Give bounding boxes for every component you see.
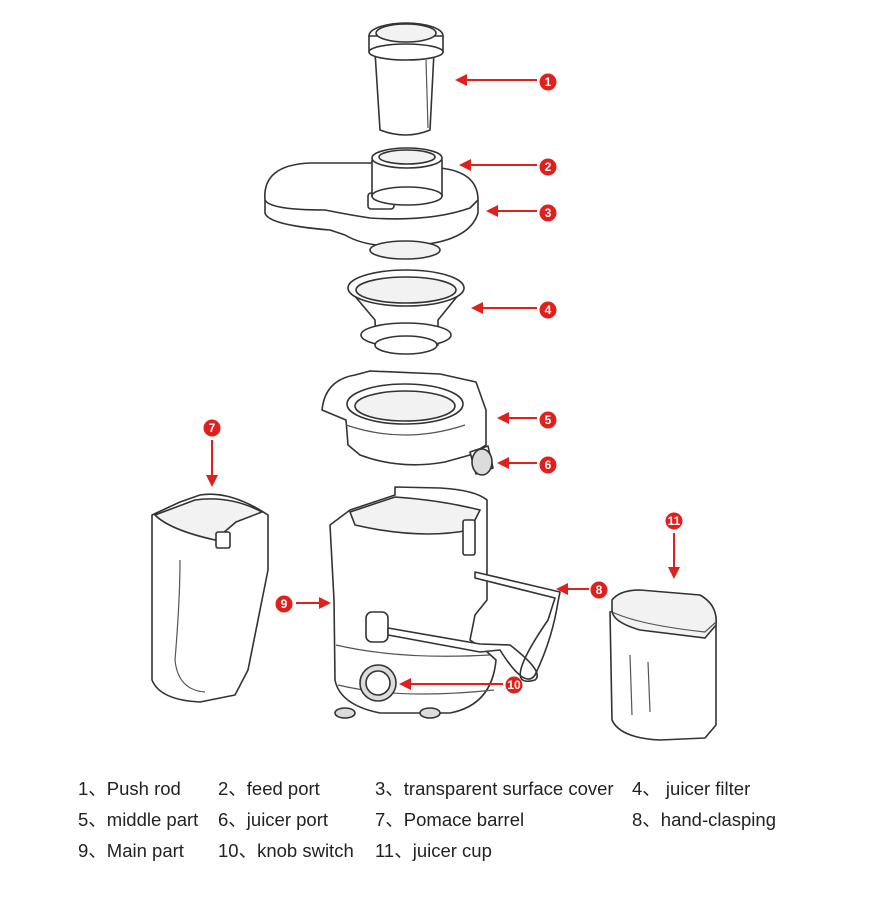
badge-8: 8	[590, 581, 608, 599]
middle-part	[321, 370, 487, 466]
svg-text:6: 6	[545, 458, 552, 472]
svg-text:3: 3	[545, 206, 552, 220]
svg-text:8: 8	[596, 583, 603, 597]
badge-2: 2	[539, 158, 557, 176]
callout-2: 2	[459, 158, 557, 176]
juicer-cup	[609, 589, 717, 741]
callout-8: 8	[556, 581, 608, 599]
callout-1: 1	[455, 73, 557, 91]
legend-item-push-rod: 1、Push rod	[78, 777, 181, 799]
feed-port	[371, 147, 443, 206]
badge-6: 6	[539, 456, 557, 474]
push-rod	[368, 22, 444, 136]
hand-clasping	[365, 571, 561, 682]
callout-5: 5	[497, 411, 557, 429]
callout-9: 9	[275, 595, 331, 613]
legend-item-surface-cover: 3、transparent surface cover	[375, 777, 614, 799]
svg-text:11: 11	[668, 514, 681, 528]
badge-5: 5	[539, 411, 557, 429]
knob-switch	[359, 664, 397, 702]
exploded-diagram: 1 2 3 4 5 6 7 8 9 10	[151, 22, 717, 741]
legend-item-hand-clasping: 8、hand-clasping	[632, 808, 776, 830]
badge-4: 4	[539, 301, 557, 319]
callout-11: 11	[665, 512, 683, 579]
pomace-barrel	[151, 493, 269, 703]
badge-3: 3	[539, 204, 557, 222]
main-part	[329, 486, 497, 719]
parts-legend: 1、Push rod 2、feed port 3、transparent sur…	[78, 772, 878, 865]
legend-row: 5、middle part 6、juicer port 7、Pomace bar…	[78, 803, 878, 834]
badge-7: 7	[203, 419, 221, 437]
legend-item-knob-switch: 10、knob switch	[218, 839, 354, 861]
juicer-filter	[347, 269, 465, 355]
svg-text:2: 2	[545, 160, 552, 174]
legend-item-juicer-cup: 11、juicer cup	[375, 839, 492, 861]
svg-text:4: 4	[545, 303, 552, 317]
badge-10: 10	[505, 676, 523, 694]
svg-text:7: 7	[209, 421, 216, 435]
legend-item-juicer-filter: 4、 juicer filter	[632, 777, 751, 799]
svg-text:5: 5	[545, 413, 552, 427]
legend-item-main-part: 9、Main part	[78, 839, 184, 861]
callout-3: 3	[486, 204, 557, 222]
legend-item-juicer-port: 6、juicer port	[218, 808, 329, 830]
legend-item-feed-port: 2、feed port	[218, 777, 320, 799]
svg-text:9: 9	[281, 597, 288, 611]
callout-6: 6	[497, 456, 557, 474]
badge-11: 11	[665, 512, 683, 530]
legend-row: 9、Main part 10、knob switch 11、juicer cup	[78, 834, 878, 865]
legend-item-pomace-barrel: 7、Pomace barrel	[375, 808, 525, 830]
legend-item-middle-part: 5、middle part	[78, 808, 199, 830]
badge-9: 9	[275, 595, 293, 613]
svg-text:10: 10	[507, 678, 521, 692]
svg-text:1: 1	[545, 75, 552, 89]
legend-row: 1、Push rod 2、feed port 3、transparent sur…	[78, 772, 878, 803]
callout-7: 7	[203, 419, 221, 487]
juicer-port	[469, 445, 494, 476]
callout-4: 4	[471, 301, 557, 319]
badge-1: 1	[539, 73, 557, 91]
callout-10: 10	[399, 676, 523, 694]
